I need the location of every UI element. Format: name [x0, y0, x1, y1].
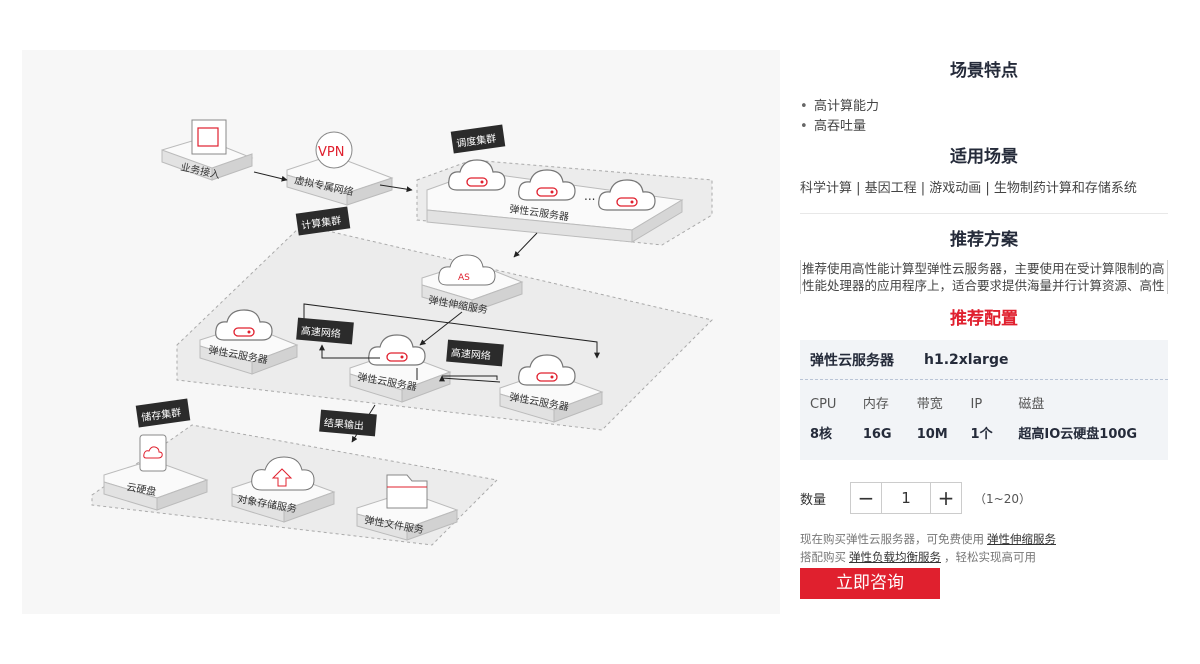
quantity-input[interactable]: 1	[881, 483, 931, 513]
compute-ecs-left: 弹性云服务器	[199, 309, 299, 375]
connector	[319, 344, 380, 359]
spec-col-cpu: CPU	[810, 397, 837, 412]
compute-ecs-right: 弹性云服务器	[499, 354, 604, 423]
vpc-node: VPN 虚拟专属网络	[286, 131, 394, 206]
config-spec-card: 弹性云服务器 h1.2xlarge CPU 内存 带宽 IP 磁盘 8核 16G…	[800, 340, 1168, 460]
feature-item: 高吞吐量	[800, 117, 1168, 137]
spec-val-disk: 超高IO云硬盘100G	[1018, 427, 1138, 442]
result-output-tag: 结果输出	[319, 409, 377, 437]
divider	[800, 213, 1168, 214]
config-title: 推荐配置	[950, 309, 1018, 329]
spec-model: h1.2xlarge	[924, 351, 1009, 368]
storage-cluster-tag: 储存集群	[135, 398, 191, 428]
connector	[442, 375, 498, 380]
auto-scaling-link[interactable]: 弹性伸缩服务	[987, 532, 1056, 546]
feature-item: 高计算能力	[800, 97, 1168, 117]
recommend-text: 推荐使用高性能计算型弹性云服务器，主要使用在受计算限制的高性能处理器的应用程序上…	[800, 260, 1168, 294]
architecture-diagram: 业务接入 VPN 虚拟专属网络 调度集群 ... 弹性云服务器 计算集群 AS …	[22, 50, 780, 614]
evs-node: 云硬盘	[103, 434, 209, 511]
spec-col-memory: 内存	[862, 397, 889, 412]
spec-val-memory: 16G	[862, 427, 892, 442]
elb-link[interactable]: 弹性负载均衡服务	[849, 550, 941, 564]
svg-text:高速网络: 高速网络	[450, 346, 491, 362]
quantity-stepper: − 1 +	[850, 482, 962, 514]
auto-scaling-logo: AS	[458, 273, 470, 283]
ellipsis: ...	[584, 189, 595, 203]
spec-product: 弹性云服务器	[810, 352, 894, 369]
promo-line2: 搭配购买	[800, 550, 846, 564]
promo-line2-suffix: ，轻松实现高可用	[944, 550, 1036, 564]
quantity-row: 数量 − 1 + （1~20）	[800, 482, 1168, 514]
connector	[513, 232, 538, 258]
spec-header-row: CPU 内存 带宽 IP 磁盘	[810, 390, 1158, 420]
spec-grid: CPU 内存 带宽 IP 磁盘 8核 16G 10M 1个 超高IO云硬盘100…	[800, 380, 1168, 460]
connector	[303, 303, 600, 359]
compute-cluster-platform	[176, 224, 713, 431]
vpn-logo: VPN	[318, 145, 344, 160]
quantity-label: 数量	[800, 492, 827, 508]
promo-text: 现在购买弹性云服务器，可免费使用弹性伸缩服务 搭配购买弹性负载均衡服务，轻松实现…	[800, 530, 1168, 566]
sfs-node: 弹性文件服务	[356, 474, 459, 541]
spec-header: 弹性云服务器 h1.2xlarge	[800, 340, 1168, 380]
business-access-node: 业务接入	[161, 119, 254, 181]
features-title: 场景特点	[950, 61, 1018, 81]
spec-val-cpu: 8核	[810, 427, 833, 442]
spec-col-disk: 磁盘	[1018, 397, 1045, 412]
compute-cluster-tag: 计算集群	[295, 206, 351, 236]
svg-text:结果输出: 结果输出	[323, 416, 364, 432]
high-speed-net-tag-right: 高速网络	[446, 339, 504, 367]
spec-col-bandwidth: 带宽	[916, 397, 943, 412]
spec-val-bandwidth: 10M	[916, 427, 948, 442]
auto-scaling-node: AS 弹性伸缩服务	[421, 254, 524, 316]
spec-val-ip: 1个	[970, 427, 993, 442]
obs-node: 对象存储服务	[231, 456, 336, 523]
svg-text:高速网络: 高速网络	[300, 324, 341, 340]
scenarios-title: 适用场景	[950, 147, 1018, 167]
high-speed-net-tag-left: 高速网络	[296, 317, 354, 345]
consult-button[interactable]: 立即咨询	[800, 568, 940, 599]
spec-value-row: 8核 16G 10M 1个 超高IO云硬盘100G	[810, 420, 1158, 450]
decrement-button[interactable]: −	[857, 486, 875, 510]
recommend-title: 推荐方案	[950, 230, 1018, 250]
connector	[419, 311, 463, 346]
connector	[379, 184, 413, 193]
features-list: 高计算能力 高吞吐量	[800, 97, 1168, 137]
connector	[439, 375, 501, 383]
promo-line1: 现在购买弹性云服务器，可免费使用	[800, 532, 984, 546]
scenarios-text: 科学计算 | 基因工程 | 游戏动画 | 生物制药计算和存储系统	[800, 181, 1137, 196]
spec-col-ip: IP	[970, 397, 983, 412]
increment-button[interactable]: +	[937, 486, 955, 510]
connector	[253, 171, 288, 182]
detail-panel: 场景特点 高计算能力 高吞吐量 适用场景 科学计算 | 基因工程 | 游戏动画 …	[800, 50, 1168, 599]
scheduler-cluster-tag: 调度集群	[450, 124, 506, 154]
quantity-range: （1~20）	[974, 491, 1031, 506]
compute-ecs-center: 弹性云服务器	[349, 334, 452, 403]
